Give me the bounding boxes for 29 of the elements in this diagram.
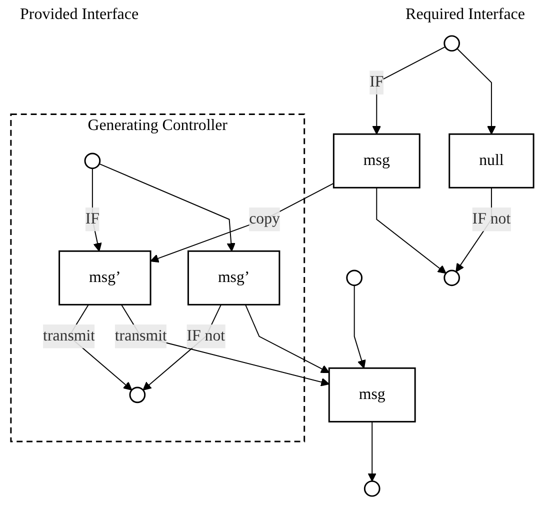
node-box: msg [333, 133, 421, 188]
edge-label: IF [370, 74, 384, 90]
node-circle [84, 152, 101, 170]
edge-label: IF not [186, 327, 226, 344]
node-box: msg [328, 367, 416, 422]
edge-label: copy [249, 210, 280, 228]
arrow [368, 421, 377, 482]
node-box: msg’ [188, 250, 280, 306]
arrow [245, 304, 330, 374]
edge-label: transmit [43, 327, 96, 344]
node-circle [444, 270, 460, 286]
node-circle [364, 480, 381, 497]
node-box: msg’ [58, 250, 152, 306]
edge-label: transmit [115, 327, 168, 344]
node-box: null [448, 133, 535, 188]
arrow [354, 284, 366, 369]
column-heading: Provided Interface [20, 6, 139, 25]
arrow [372, 46, 446, 134]
edge-label: IF not [472, 210, 511, 228]
node-circle [444, 35, 460, 52]
edge-label: IF [86, 210, 100, 228]
arrow [456, 48, 496, 134]
arrow [121, 304, 330, 386]
column-heading: Required Interface [406, 6, 525, 25]
node-circle [129, 386, 146, 404]
node-circle [346, 270, 363, 286]
arrow [99, 163, 236, 252]
arrow [150, 182, 334, 263]
arrow [376, 187, 447, 274]
